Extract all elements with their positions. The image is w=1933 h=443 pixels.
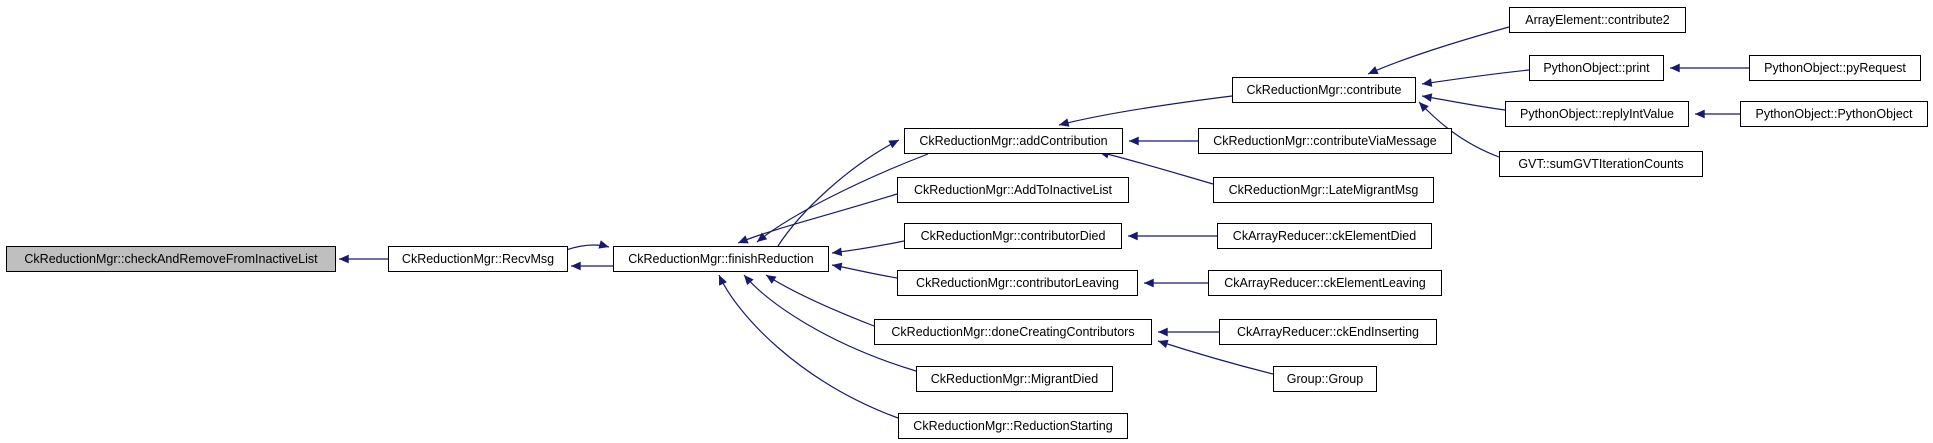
node-recvmsg[interactable]: CkReductionMgr::RecvMsg: [388, 246, 568, 272]
node-finishreduction[interactable]: CkReductionMgr::finishReduction: [613, 246, 829, 272]
node-contributeviamessage[interactable]: CkReductionMgr::contributeViaMessage: [1198, 128, 1452, 154]
edge-print-to-contribute: [1421, 69, 1530, 87]
edge-contributorleaving-to-finishreduction: [831, 262, 898, 279]
edge-contribute2-to-contribute: [1367, 26, 1510, 75]
edge-recvmsg-to-finishreduction: [565, 240, 610, 251]
node-reductionstarting[interactable]: CkReductionMgr::ReductionStarting: [898, 413, 1128, 439]
node-ckelementdied[interactable]: CkArrayReducer::ckElementDied: [1217, 223, 1432, 249]
edge-reductionstarting-to-finishreduction: [718, 274, 899, 419]
node-addcontribution[interactable]: CkReductionMgr::addContribution: [904, 128, 1123, 154]
node-sumgvtiterationcounts[interactable]: GVT::sumGVTIterationCounts: [1499, 151, 1703, 177]
node-ckendinserting[interactable]: CkArrayReducer::ckEndInserting: [1219, 319, 1437, 345]
node-migrantdied[interactable]: CkReductionMgr::MigrantDied: [916, 366, 1113, 392]
node-pythonobject[interactable]: PythonObject::PythonObject: [1740, 101, 1928, 127]
node-pyrequest[interactable]: PythonObject::pyRequest: [1749, 55, 1921, 81]
node-contribute[interactable]: CkReductionMgr::contribute: [1232, 77, 1416, 103]
node-latemigrantmsg[interactable]: CkReductionMgr::LateMigrantMsg: [1213, 177, 1434, 203]
edge-replyintvalue-to-contribute: [1421, 93, 1506, 111]
node-print[interactable]: PythonObject::print: [1529, 55, 1664, 81]
node-contribute2[interactable]: ArrayElement::contribute2: [1509, 7, 1686, 33]
edge-group-to-donecreatingcontributors: [1157, 339, 1274, 375]
node-ckelementleaving[interactable]: CkArrayReducer::ckElementLeaving: [1208, 270, 1442, 296]
edge-addtoinactivelist-to-finishreduction: [737, 193, 898, 244]
node-addtoinactivelist[interactable]: CkReductionMgr::AddToInactiveList: [897, 177, 1129, 203]
edge-donecreatingcontributors-to-finishreduction: [765, 274, 875, 327]
edge-sumgvtiterationcounts-to-contribute: [1418, 101, 1500, 158]
edge-latemigrantmsg-to-addcontribution: [1098, 150, 1214, 185]
edge-contribute-to-addcontribution: [1058, 95, 1233, 127]
node-contributorleaving[interactable]: CkReductionMgr::contributorLeaving: [897, 270, 1138, 296]
edge-finishreduction-to-addcontribution: [777, 139, 900, 247]
edge-migrantdied-to-finishreduction: [743, 274, 917, 372]
node-replyintvalue[interactable]: PythonObject::replyIntValue: [1505, 101, 1689, 127]
edge-contributordied-to-finishreduction: [831, 240, 905, 257]
node-group-group[interactable]: Group::Group: [1273, 366, 1377, 392]
node-donecreatingcontributors[interactable]: CkReductionMgr::doneCreatingContributors: [874, 319, 1152, 345]
node-contributordied[interactable]: CkReductionMgr::contributorDied: [904, 223, 1122, 249]
node-checkandremovefrominactivelist: CkReductionMgr::checkAndRemoveFromInacti…: [6, 246, 336, 272]
